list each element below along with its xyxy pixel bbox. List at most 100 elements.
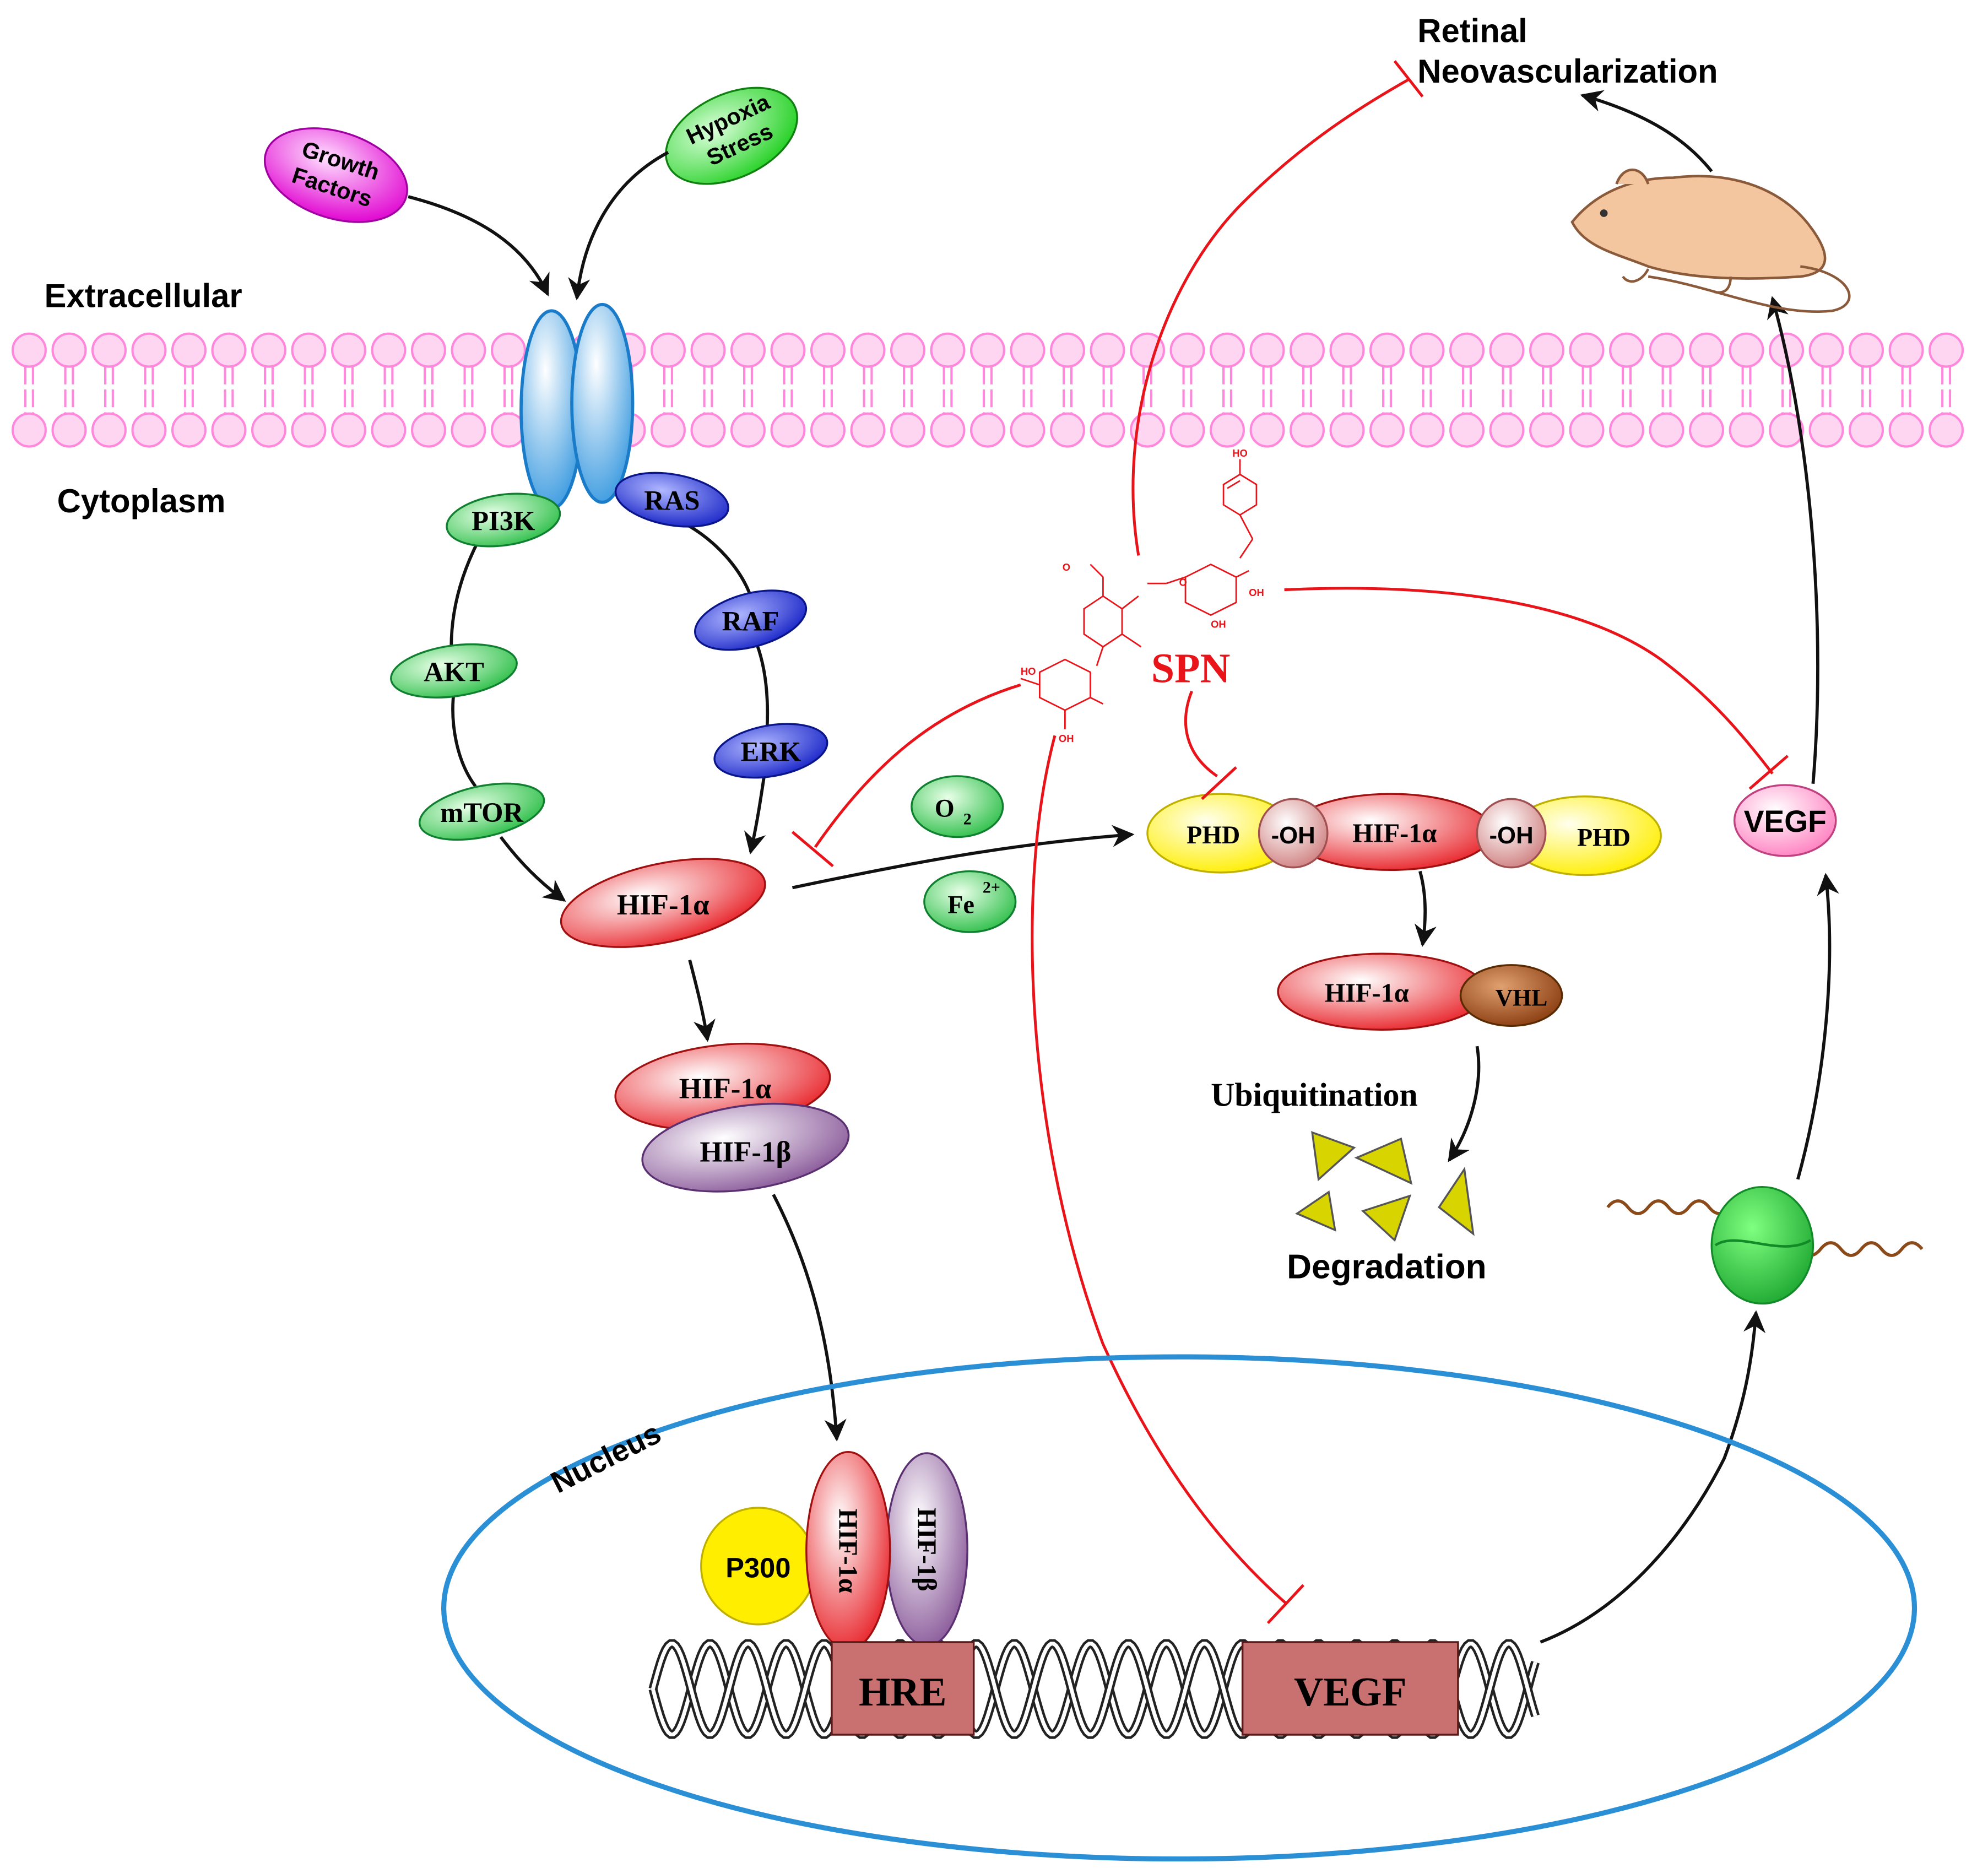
lipid-head — [810, 412, 846, 448]
arrow-mtor-to-hif — [499, 836, 566, 902]
lipid-head — [1050, 412, 1085, 448]
hre-label: HRE — [859, 1669, 947, 1714]
arrow-erk-to-hif — [744, 773, 766, 854]
lipid-head — [1369, 332, 1405, 368]
svg-text:HO: HO — [1232, 447, 1248, 459]
lipid-head — [1329, 332, 1365, 368]
o2-label: O — [935, 794, 955, 822]
degradation-triangles-icon — [1295, 1131, 1475, 1242]
nucleus-label: Nucleus — [545, 1416, 667, 1500]
lipid-head — [1689, 332, 1725, 368]
ubiquitination-label: Ubiquitination — [1211, 1076, 1418, 1113]
lipid-head — [331, 332, 366, 368]
lipid-head — [251, 332, 286, 368]
lipid-head — [131, 332, 167, 368]
lipid-head — [690, 412, 726, 448]
lipid-head — [1210, 412, 1245, 448]
lipid-head — [930, 332, 966, 368]
inhibit-retinal-neovascularization — [1131, 77, 1411, 556]
lipid-head — [1808, 332, 1844, 368]
growth-factors-node: Growth Factors — [263, 127, 408, 223]
arrow-growth-to-receptor — [408, 195, 550, 296]
receptor-icon — [519, 302, 635, 511]
inhibit-vegf-protein-bar — [1748, 755, 1789, 790]
lipid-head — [51, 412, 87, 448]
lipid-head — [291, 412, 327, 448]
lipid-head — [1729, 412, 1764, 448]
lipid-head — [1169, 332, 1205, 368]
svg-text:O: O — [1179, 577, 1187, 588]
lipid-head — [690, 332, 726, 368]
arrow-mouse-to-outcome — [1580, 90, 1713, 172]
lipid-head — [490, 332, 526, 368]
lipid-head — [211, 412, 247, 448]
pi3k-node: PI3K — [446, 492, 561, 548]
lipid-head — [770, 412, 806, 448]
hif1a-dimer-label: HIF-1α — [679, 1073, 772, 1105]
lipid-head — [1689, 412, 1725, 448]
hif1a-central-label: HIF-1α — [617, 889, 709, 921]
inhibit-phd-bar — [1201, 766, 1237, 800]
hif1a-central-node: HIF-1α — [560, 858, 766, 948]
lipid-head — [1888, 412, 1924, 448]
mtor-label: mTOR — [440, 797, 523, 828]
lipid-head — [650, 332, 686, 368]
lipid-head — [1409, 412, 1445, 448]
lipid-head — [1649, 412, 1684, 448]
ras-to-raf-line — [678, 518, 752, 597]
lipid-head — [131, 412, 167, 448]
hif1b-dimer-label: HIF-1β — [700, 1136, 791, 1168]
arrow-vegf-to-mouse — [1767, 296, 1819, 784]
arrow-phd-to-vhl — [1414, 870, 1437, 947]
lipid-head — [1489, 412, 1525, 448]
lipid-head — [1010, 332, 1046, 368]
lipid-head — [1290, 412, 1325, 448]
lipid-head — [1849, 332, 1884, 368]
lipid-head — [730, 412, 766, 448]
akt-node: AKT — [390, 643, 518, 699]
mrna-right — [1799, 1241, 1924, 1257]
spn-molecule-labels: HO O OH OH HO OH O — [1021, 447, 1264, 744]
hre-box: HRE — [831, 1641, 975, 1736]
outcome-line1: Retinal — [1417, 12, 1527, 49]
svg-text:OH: OH — [1249, 587, 1264, 598]
phd-right-label: PHD — [1577, 824, 1631, 852]
akt-to-mtor-line — [451, 691, 477, 788]
spn-molecule-icon — [1020, 459, 1258, 729]
ribosome-icon — [1606, 1185, 1924, 1305]
hif1b-nuclear-label: HIF-1β — [912, 1508, 941, 1591]
svg-text:OH: OH — [1059, 733, 1074, 744]
lipid-head — [1529, 332, 1565, 368]
svg-text:HO: HO — [1021, 665, 1036, 677]
arrow-hypoxia-to-receptor — [568, 150, 669, 301]
lipid-head — [410, 412, 446, 448]
pi3k-branch-line — [449, 538, 481, 653]
lipid-head — [1569, 412, 1605, 448]
inhibition-lines — [791, 60, 1789, 1625]
hif1a-nuclear-label: HIF-1α — [833, 1509, 863, 1593]
lipid-head — [1449, 412, 1485, 448]
ras-label: RAS — [644, 485, 700, 516]
lipid-head — [1808, 412, 1844, 448]
oh-left-label: -OH — [1271, 822, 1315, 849]
phd-left-label: PHD — [1187, 821, 1240, 849]
lipid-head — [1569, 332, 1605, 368]
lipid-head — [969, 332, 1005, 368]
mouse-icon — [1570, 169, 1851, 313]
svg-text:OH: OH — [1211, 619, 1226, 630]
lipid-head — [51, 332, 87, 368]
raf-to-erk-line — [755, 643, 770, 729]
lipid-head — [1729, 332, 1764, 368]
fe-node: Fe 2+ — [923, 870, 1017, 933]
lipid-head — [650, 412, 686, 448]
lipid-head — [1649, 332, 1684, 368]
inhibit-hif-to-phd-bar — [791, 831, 834, 868]
spn-label: SPN — [1151, 646, 1230, 692]
arrow-vhl-to-degradation — [1448, 1046, 1481, 1162]
arrow-ribosome-to-vegf — [1796, 873, 1839, 1180]
lipid-head — [1130, 332, 1165, 368]
erk-label: ERK — [741, 736, 801, 767]
nucleus-envelope — [441, 1354, 1917, 1862]
lipid-head — [291, 332, 327, 368]
arrow-hif-to-phd — [792, 825, 1135, 890]
